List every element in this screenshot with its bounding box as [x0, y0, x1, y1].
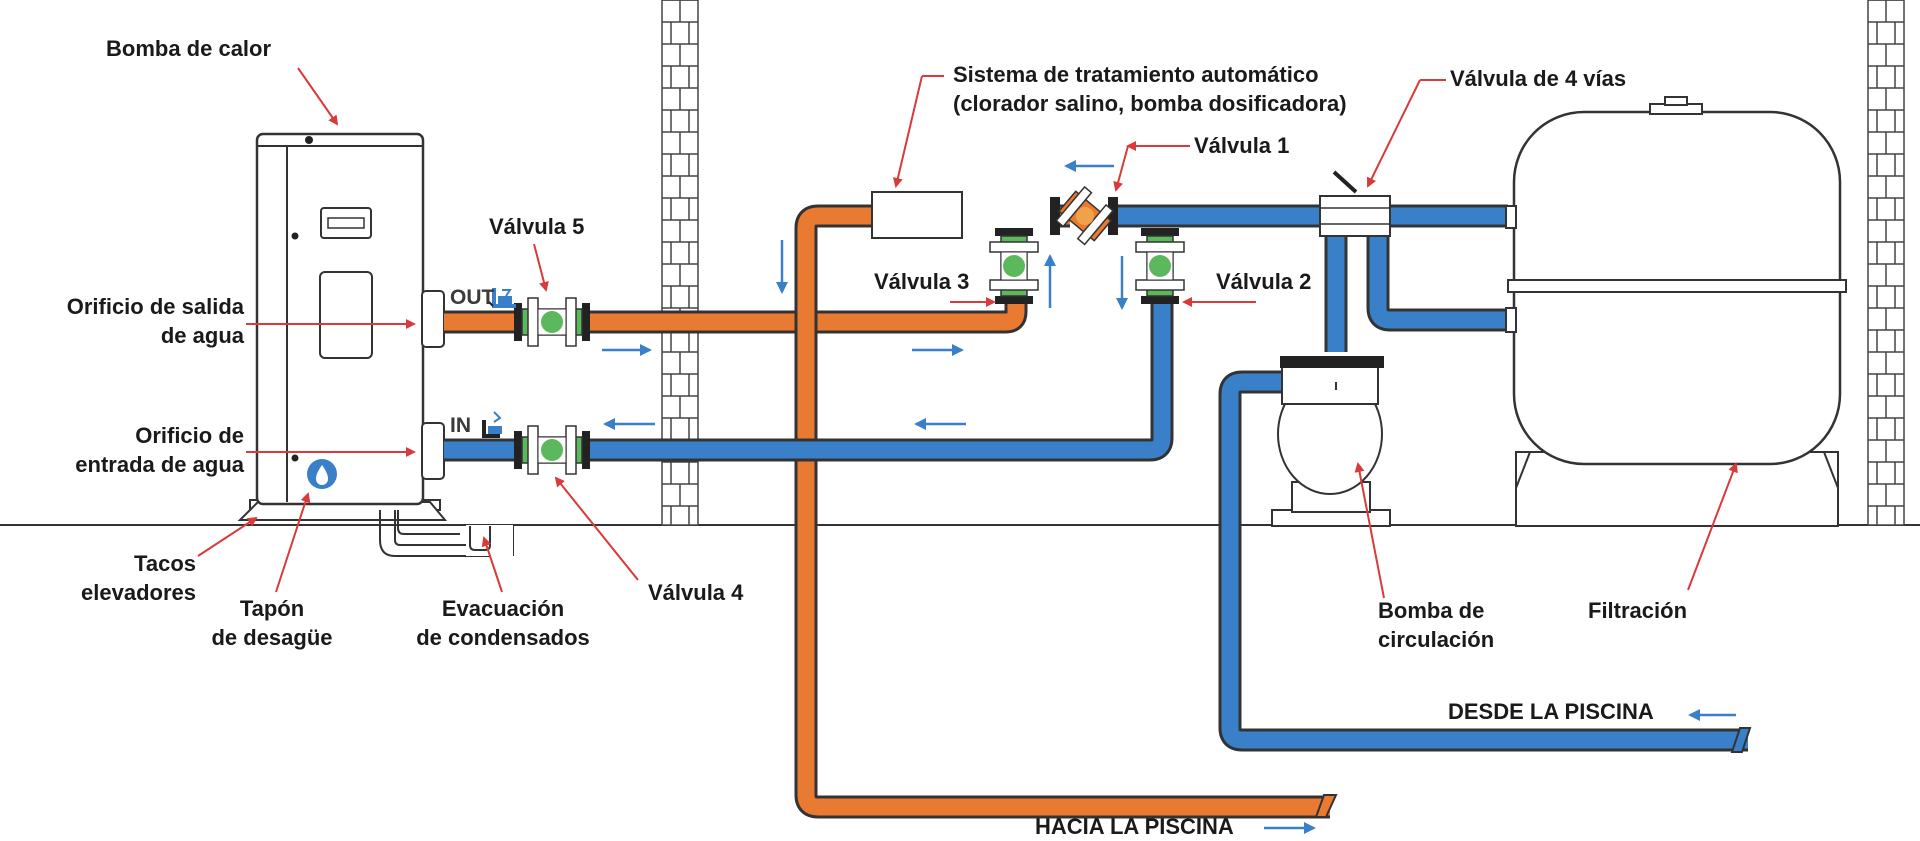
flow-arrows [602, 160, 1736, 834]
label-evacuacion-line1: Evacuación [441, 596, 565, 621]
four-way-valve [1319, 170, 1391, 237]
label-orificio-entrada-line2: entrada de agua [75, 452, 244, 477]
label-bomba-circulacion-line1: Bomba de [1378, 598, 1485, 623]
label-bomba-de-calor: Bomba de calor [106, 36, 272, 61]
pointer-bomba-calor [297, 67, 339, 126]
pointer-filtracion [1687, 462, 1738, 591]
label-orificio-salida-line1: Orificio de salida [66, 294, 244, 319]
pointer-valvula-1b [1113, 145, 1129, 192]
in-tag: IN [450, 414, 471, 437]
label-tacos-line2: elevadores [81, 580, 196, 605]
label-valvula-4-vias: Válvula de 4 vías [1450, 66, 1627, 91]
label-desde-la-piscina: DESDE LA PISCINA [1448, 699, 1654, 724]
brick-wall-left [661, 0, 699, 526]
label-hacia-la-piscina: HACIA LA PISCINA [1035, 814, 1234, 839]
label-valvula-1: Válvula 1 [1194, 133, 1290, 158]
treatment-system-box [871, 191, 963, 239]
valve-4 [514, 425, 590, 475]
label-valvula-4: Válvula 4 [648, 580, 744, 605]
label-filtracion: Filtración [1588, 598, 1688, 623]
label-bomba-circulacion-line2: circulación [1378, 627, 1495, 652]
brick-wall-right [1867, 0, 1905, 526]
label-valvula-3: Válvula 3 [874, 269, 970, 294]
label-orificio-salida-line2: de agua [160, 323, 244, 348]
label-sistema-tratamiento-line1: Sistema de tratamiento automático [953, 62, 1319, 87]
pointer-tacos [197, 516, 258, 557]
heat-pump-unit [237, 132, 448, 521]
pointer-4vias-b [1367, 79, 1421, 188]
label-orificio-entrada-line1: Orificio de [135, 423, 244, 448]
label-valvula-2: Válvula 2 [1216, 269, 1312, 294]
in-icon [482, 411, 502, 438]
label-valvula-5: Válvula 5 [489, 214, 585, 239]
pointer-valvula-5 [533, 243, 549, 292]
out-tag: OUT [450, 286, 495, 309]
label-tapon-line1: Tapón [239, 596, 305, 621]
valve-3 [989, 228, 1039, 304]
pointer-valvula-4 [554, 476, 639, 581]
valve-5 [514, 297, 590, 347]
cold-water-pipe [444, 204, 1752, 753]
valve-2 [1135, 228, 1185, 304]
label-sistema-tratamiento-line2: (clorador salino, bomba dosificadora) [953, 91, 1347, 116]
label-tacos-line1: Tacos [134, 551, 196, 576]
label-tapon-line2: de desagüe [211, 625, 333, 650]
pointer-evac [481, 536, 503, 593]
valve-1 [1050, 185, 1118, 246]
out-icon [488, 288, 516, 308]
pointer-sistema-b [892, 75, 923, 188]
label-evacuacion-line2: de condensados [416, 625, 590, 650]
pointer-bomba-circ [1354, 462, 1385, 599]
hot-water-pipe [444, 204, 1338, 819]
circulation-pump [1271, 356, 1391, 527]
pointer-tapon [275, 492, 311, 593]
label-pointer-arrows [197, 67, 1738, 599]
filter-tank [1505, 96, 1847, 527]
